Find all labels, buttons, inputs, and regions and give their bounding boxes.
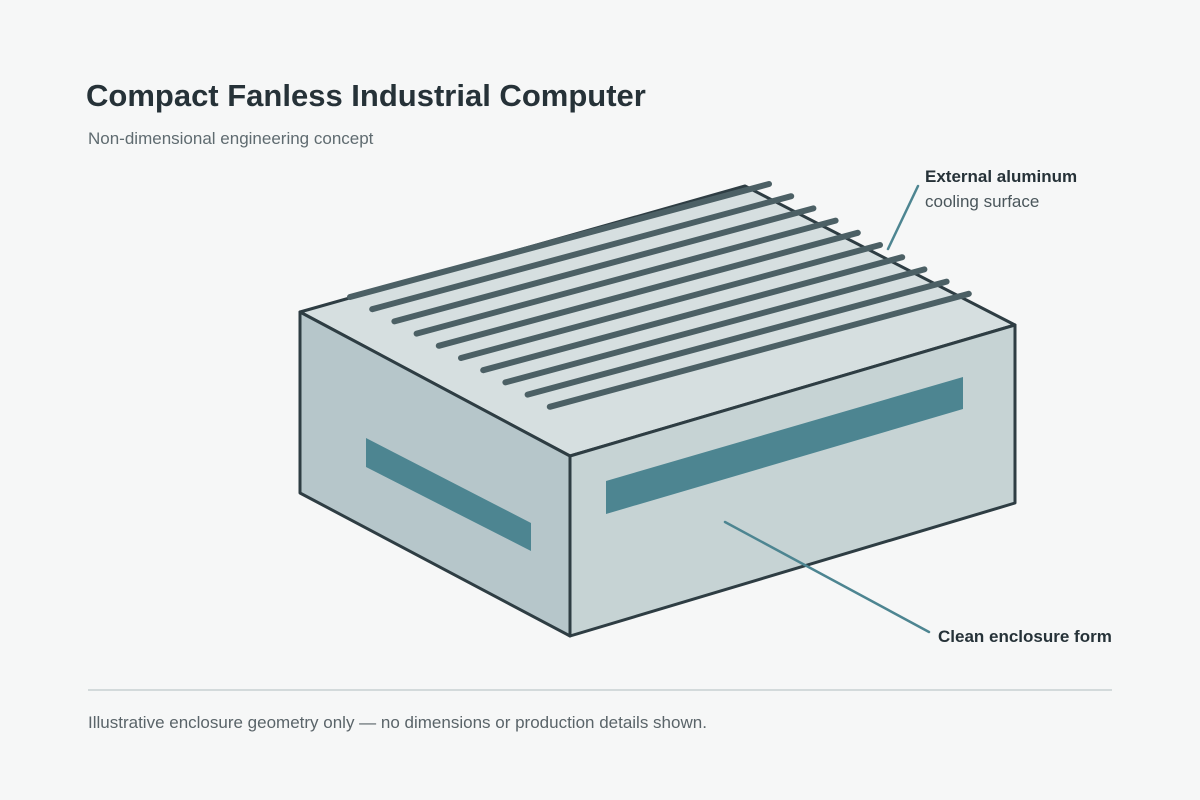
cooling-fin bbox=[502, 266, 928, 386]
enclosure-callout-title: Clean enclosure form bbox=[938, 627, 1112, 646]
cooling-fin bbox=[413, 217, 839, 337]
cooling-fin bbox=[546, 290, 972, 410]
cooling-fin bbox=[347, 181, 772, 300]
left-vent-slot bbox=[366, 438, 531, 551]
cooling-fin bbox=[435, 229, 861, 349]
right-vent-slot bbox=[606, 377, 963, 514]
enclosure-leader-line bbox=[723, 520, 931, 634]
cooling-fin bbox=[480, 254, 906, 374]
page-subtitle: Non-dimensional engineering concept bbox=[88, 129, 374, 148]
cooling-fin bbox=[524, 278, 950, 398]
cooling-fins bbox=[347, 181, 972, 410]
footer-divider bbox=[88, 689, 1112, 691]
cooling-leader-line bbox=[886, 184, 920, 251]
cooling-fin bbox=[391, 205, 817, 325]
page-title: Compact Fanless Industrial Computer bbox=[86, 78, 646, 113]
cooling-fin bbox=[369, 193, 795, 313]
cooling-fin bbox=[458, 242, 883, 361]
cooling-callout-title: External aluminum bbox=[925, 167, 1077, 186]
cooling-callout-detail: cooling surface bbox=[925, 192, 1039, 211]
footer-note: Illustrative enclosure geometry only — n… bbox=[88, 713, 707, 732]
